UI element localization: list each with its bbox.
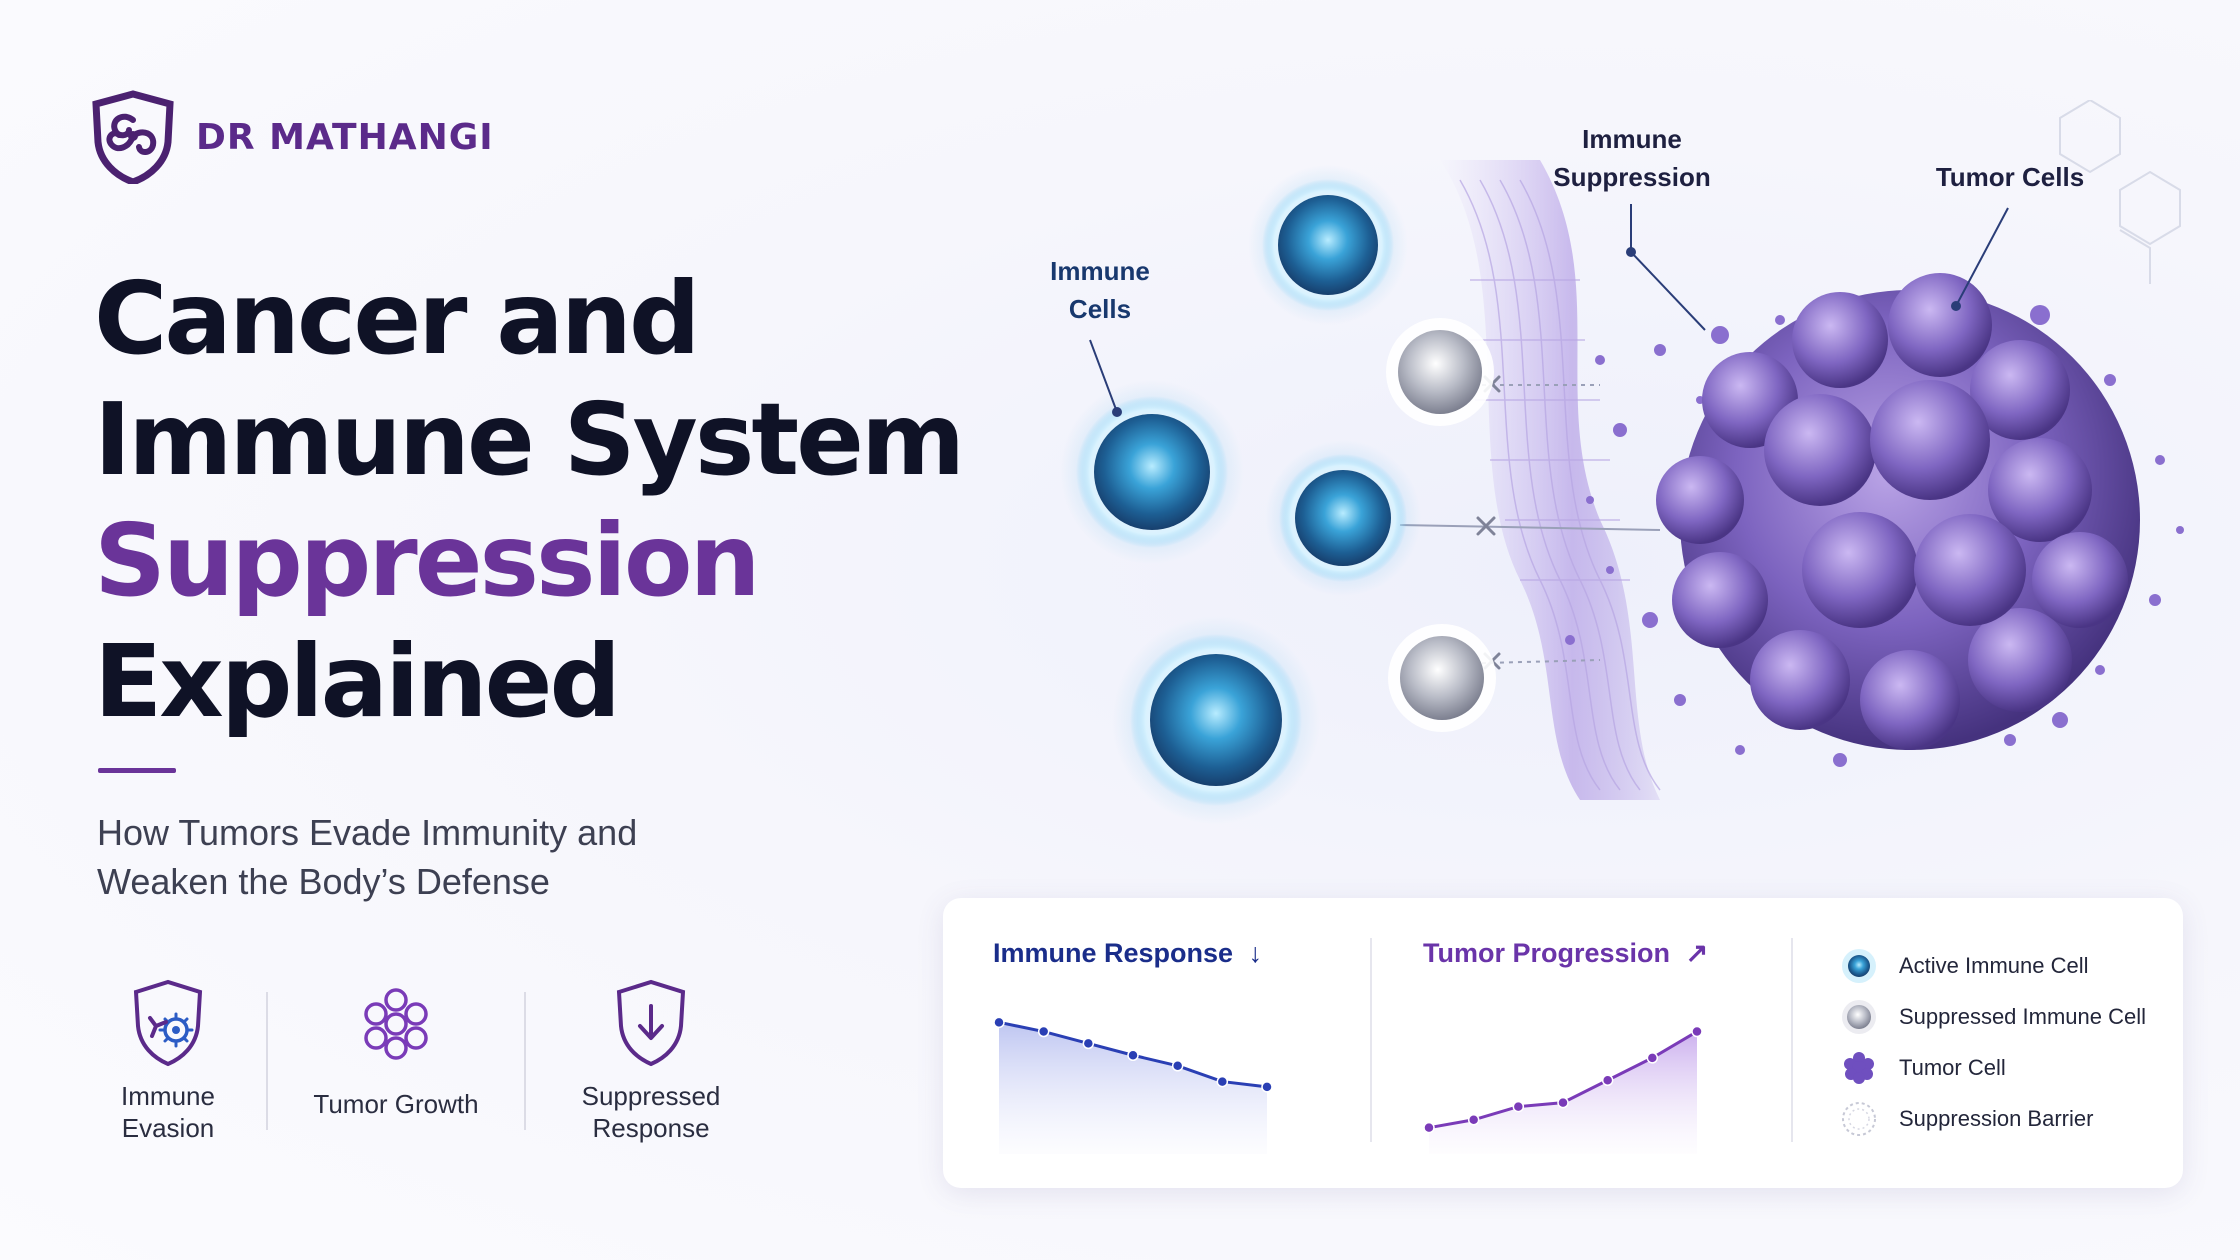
annotation-text: Cells: [1068, 294, 1132, 324]
subtitle-line-1: How Tumors Evade Immunity and: [97, 812, 638, 853]
legend: Active Immune Cell Suppressed Immune Cel…: [1841, 940, 2146, 1144]
active-immune-cell: [1248, 165, 1408, 325]
suppressed-immune-cell-icon: [1842, 999, 1876, 1034]
active-immune-cell: [1265, 440, 1421, 596]
feature-suppressed-response[interactable]: Suppressed Response: [526, 978, 776, 1144]
legend-item-tumor-cell: Tumor Cell: [1841, 1042, 2146, 1093]
legend-label: Suppressed Immune Cell: [1899, 1003, 2147, 1029]
data-point: [1127, 1049, 1139, 1061]
chart-title-text: Immune Response: [993, 938, 1234, 968]
tumor-progression-chart: [1423, 1025, 1703, 1154]
hex-network-decoration: [2059, 100, 2181, 284]
suppression-barrier: [1440, 160, 1661, 800]
immune-response-chart-title: Immune Response ↓: [993, 938, 1262, 969]
series-area: [1429, 1031, 1697, 1154]
suppression-barrier-icon: [1842, 1101, 1876, 1136]
panel-divider: [1370, 938, 1372, 1142]
accent-divider: [98, 768, 176, 773]
series-area: [999, 1022, 1267, 1154]
data-point: [1467, 1114, 1480, 1126]
data-point: [1037, 1025, 1050, 1038]
up-right-arrow-icon: ↗: [1685, 938, 1709, 968]
title-line-3-highlight: Suppression: [94, 502, 761, 619]
tumor-progression-chart-title: Tumor Progression ↗: [1423, 938, 1708, 969]
down-arrow-icon: ↓: [1248, 938, 1263, 968]
data-point: [1216, 1075, 1229, 1088]
shield-virus-icon: [133, 979, 203, 1067]
tumor-bumps: [1656, 273, 2128, 750]
subtitle-line-2: Weaken the Body’s Defense: [97, 861, 550, 902]
tumor-cell-icon: [1844, 1051, 1874, 1084]
page-title: Cancer and Immune System Suppression Exp…: [94, 258, 965, 742]
blocked-signals: [1399, 384, 1661, 666]
brand-logo[interactable]: DR MATHANGI: [88, 90, 494, 184]
immune-tumor-illustration: Immune Cells Immune Suppression Tumor Ce…: [960, 100, 2240, 880]
feature-divider: [266, 992, 268, 1130]
feature-label: Immune: [121, 1081, 215, 1111]
feature-label: Evasion: [121, 1113, 215, 1143]
data-point: [1261, 1081, 1273, 1093]
data-point: [1691, 1025, 1703, 1038]
annotation-text: Suppression: [1553, 162, 1711, 192]
illustration-canvas: [1060, 100, 2184, 824]
stats-panel: Immune Response ↓ Tumor Progression ↗ Ac…: [943, 898, 2183, 1188]
legend-label: Active Immune Cell: [1899, 952, 2089, 978]
feature-label: Tumor Growth: [313, 1089, 479, 1119]
brand-name: DR MATHANGI: [196, 116, 494, 158]
immune-response-chart: [993, 1016, 1273, 1154]
legend-item-suppressed-immune-cell: Suppressed Immune Cell: [1841, 991, 2146, 1042]
tumor-particles: [1565, 305, 2184, 767]
feature-immune-evasion[interactable]: Immune Evasion: [90, 978, 246, 1144]
annotation-immune-cells: Immune Cells: [1040, 252, 1160, 328]
data-point: [1512, 1100, 1525, 1113]
annotation-immune-suppression: Immune Suppression: [1542, 120, 1722, 196]
feature-tumor-growth[interactable]: Tumor Growth: [268, 978, 524, 1120]
active-immune-cell: [1112, 616, 1320, 824]
cell-cluster-icon: [364, 988, 428, 1060]
suppressed-immune-cell: [1386, 318, 1494, 426]
triskelion-shield-logo-icon: [92, 90, 174, 184]
data-point: [993, 1016, 1005, 1029]
legend-label: Suppression Barrier: [1899, 1105, 2094, 1131]
panel-divider: [1791, 938, 1793, 1142]
active-immune-cell-icon: [1842, 948, 1876, 983]
data-point: [1646, 1052, 1659, 1064]
title-line-1: Cancer and: [94, 260, 701, 377]
annotation-leader-lines: [1089, 204, 2009, 417]
data-point: [1171, 1060, 1184, 1072]
title-line-2: Immune System: [94, 381, 965, 498]
shield-down-arrow-icon: [616, 979, 686, 1067]
feature-label: Response: [592, 1113, 710, 1143]
annotation-text: Immune: [1582, 124, 1682, 154]
feature-label: Suppressed: [581, 1081, 721, 1111]
legend-item-suppression-barrier: Suppression Barrier: [1841, 1093, 2146, 1144]
data-point: [1082, 1037, 1095, 1050]
page-subtitle: How Tumors Evade Immunity and Weaken the…: [97, 808, 637, 906]
tumor-mass: [1656, 273, 2140, 750]
title-line-4: Explained: [94, 623, 621, 740]
legend-item-active-immune-cell: Active Immune Cell: [1841, 940, 2146, 991]
data-point: [1557, 1096, 1569, 1109]
suppressed-immune-cell: [1388, 624, 1496, 732]
chart-title-text: Tumor Progression: [1423, 938, 1671, 968]
active-immune-cell: [1060, 380, 1244, 564]
data-point: [1601, 1074, 1614, 1087]
feature-row: Immune Evasion Tumor Growth Suppressed R…: [90, 978, 776, 1144]
feature-divider: [524, 992, 526, 1130]
legend-label: Tumor Cell: [1899, 1054, 2006, 1080]
annotation-tumor-cells: Tumor Cells: [1935, 162, 2085, 192]
annotation-text: Immune: [1050, 256, 1150, 286]
data-point: [1423, 1121, 1435, 1134]
